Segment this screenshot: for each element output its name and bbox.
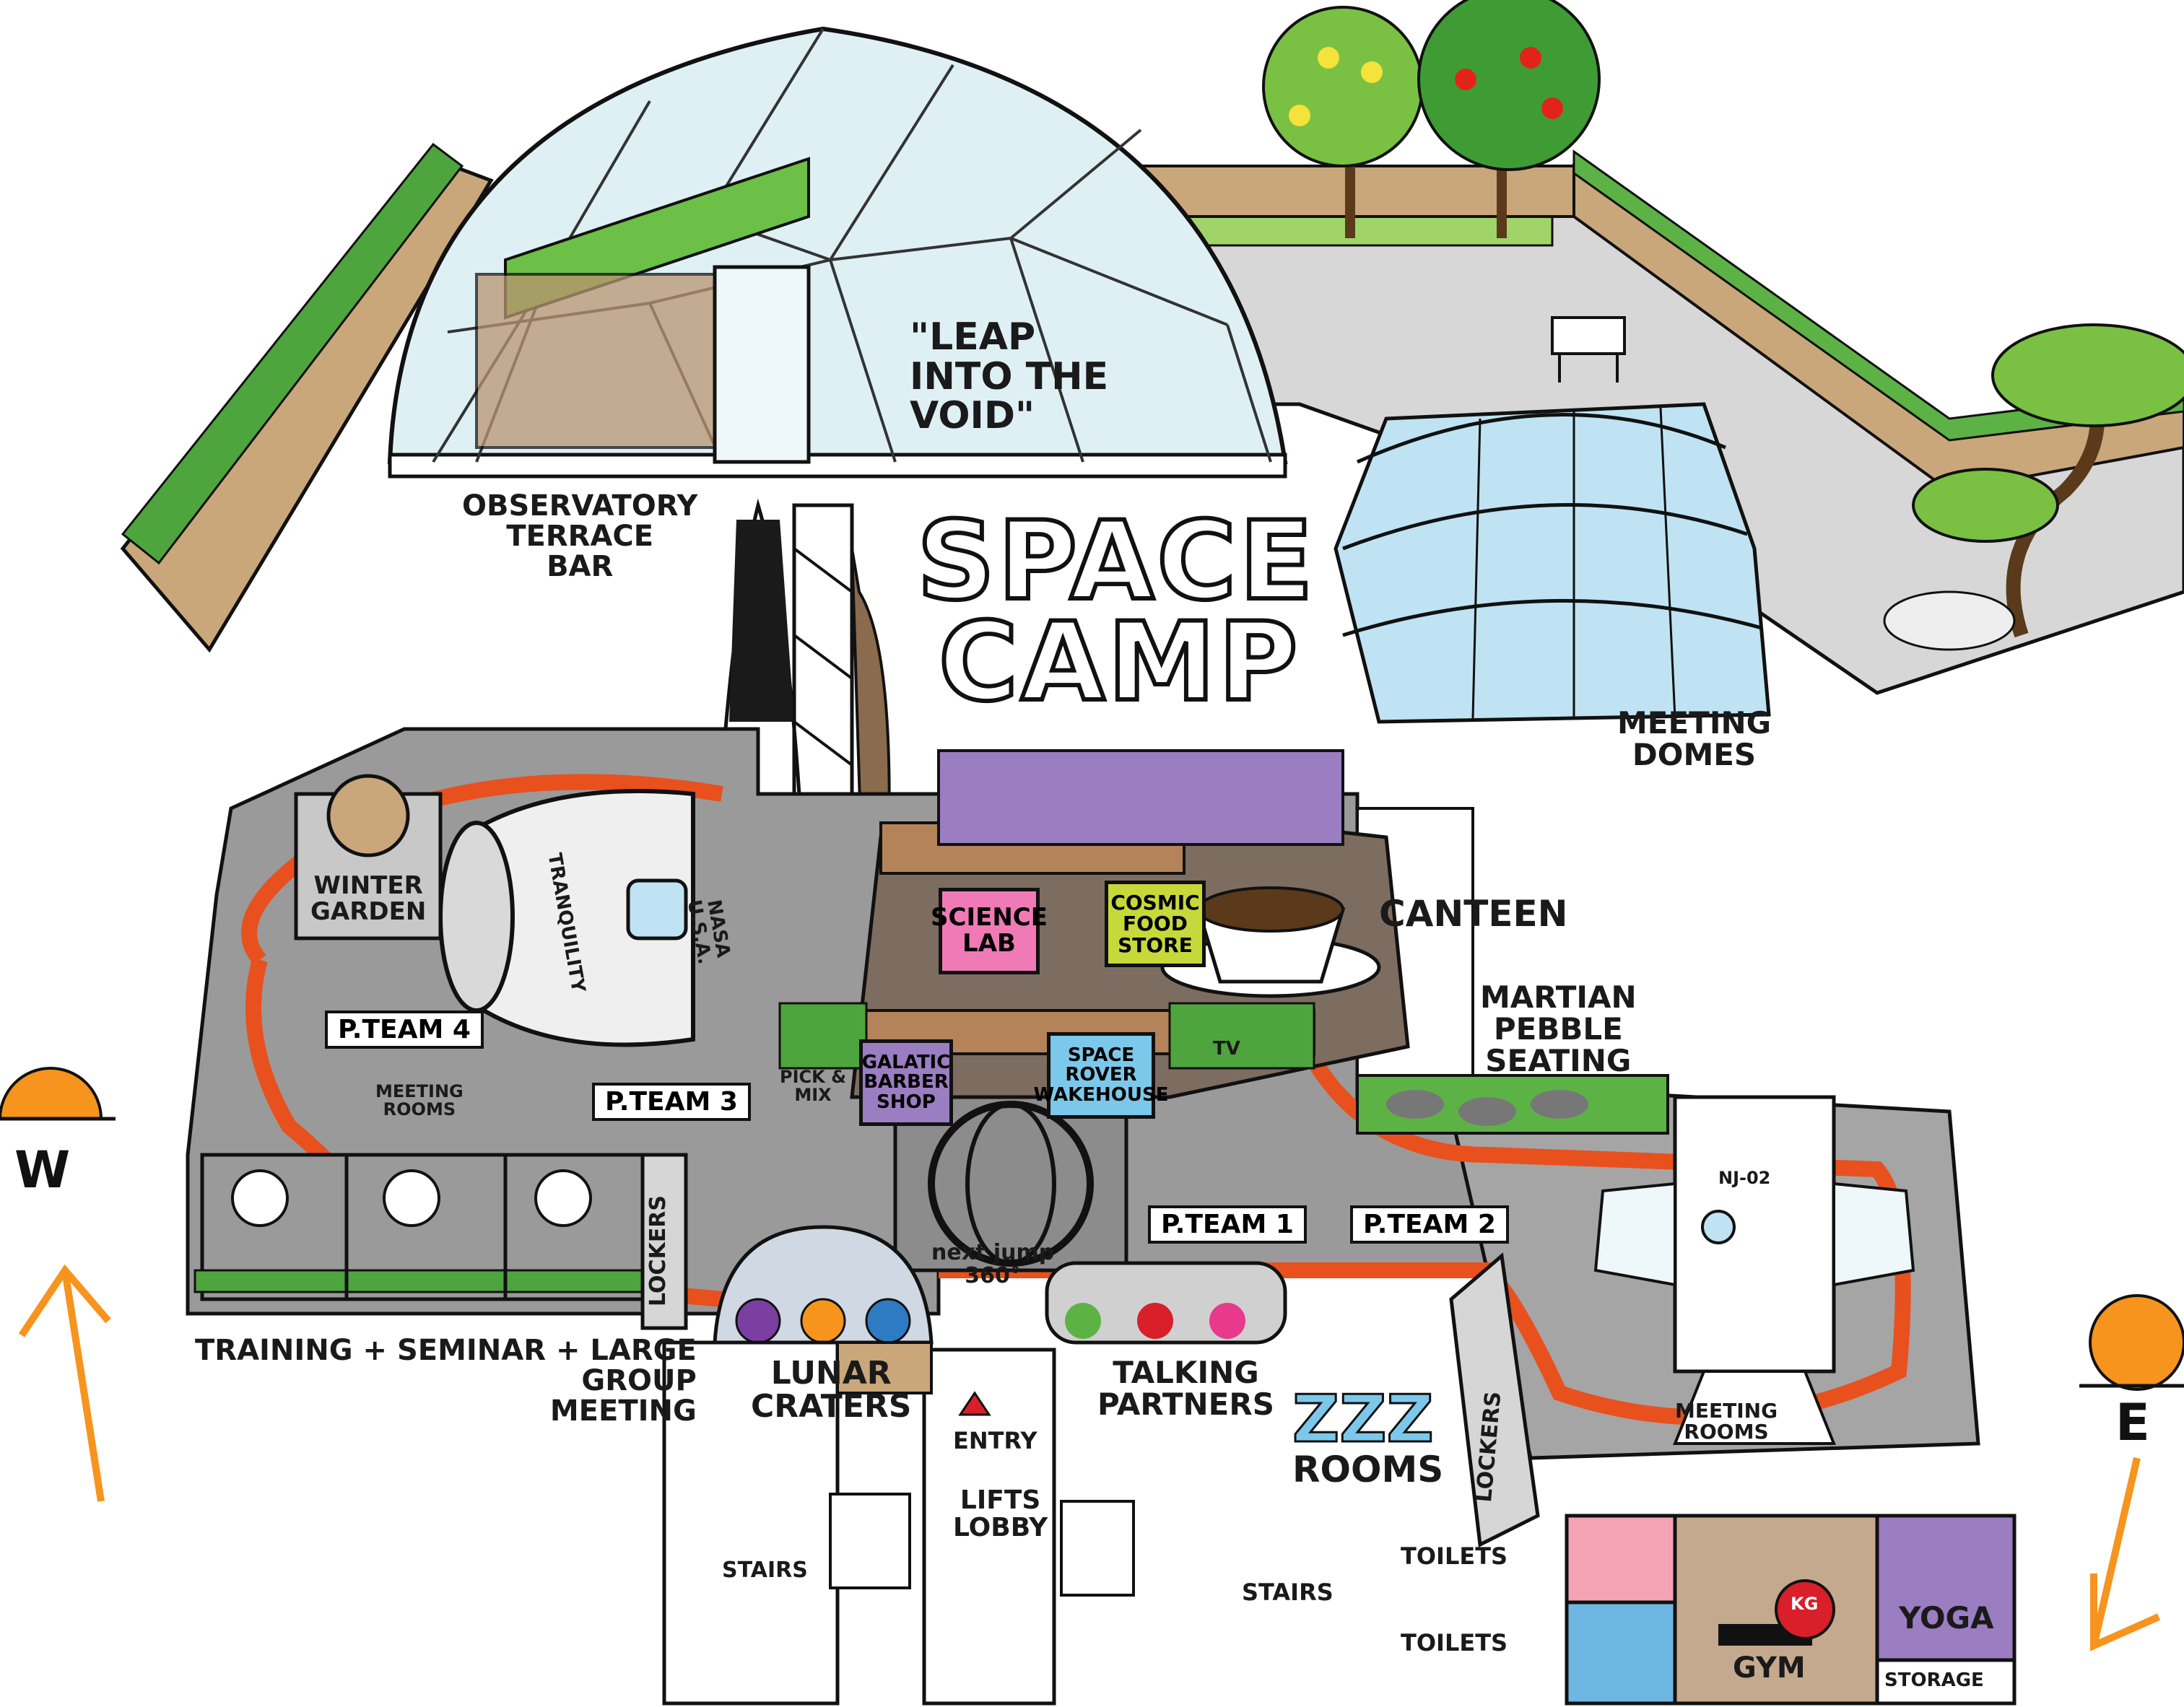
apple-tree-icon: [1417, 0, 1601, 238]
science-lab-sign: SCIENCE LAB: [931, 888, 1048, 974]
meeting-domes-structure: [1334, 402, 1771, 724]
sun-west-icon: [0, 1067, 116, 1121]
title-space: SPACE: [915, 499, 1316, 624]
dome-quote: "LEAP INTO THE VOID": [910, 315, 1109, 438]
meeting-rooms-west-label: MEETING ROOMS: [375, 1081, 464, 1120]
p-team-4-tag: P.TEAM 4: [325, 1010, 484, 1049]
tree-icon: [1262, 6, 1424, 238]
lifts-lobby: [662, 1340, 1135, 1706]
talking-partners-pods: [1045, 1261, 1287, 1345]
training-label: TRAINING + SEMINAR + LARGE GROUP MEETING: [195, 1334, 697, 1428]
sun-east-icon: [2079, 1294, 2184, 1391]
bonsai-tree-icon: [1883, 323, 2184, 651]
wellness-block: [1565, 1514, 2016, 1706]
stairs-east-label: STAIRS: [1242, 1579, 1334, 1606]
coffee-cup-icon: [1160, 886, 1381, 998]
lockers-east: [1449, 1252, 1540, 1547]
lander-id-label: NJ-02: [1718, 1168, 1771, 1188]
p-team-1-tag: P.TEAM 1: [1148, 1205, 1307, 1244]
toilets-top-label: TOILETS: [1401, 1542, 1508, 1570]
next-jump-label: next jump 360°: [931, 1240, 1055, 1288]
p-team-3-tag: P.TEAM 3: [592, 1083, 751, 1121]
rover-wakehouse-sign: SPACE ROVER WAKEHOUSE: [1034, 1032, 1169, 1119]
compass-east: E: [2115, 1393, 2150, 1452]
toilets-bottom-label: TOILETS: [1401, 1629, 1508, 1656]
kettlebell-icon: KG: [1791, 1594, 1819, 1614]
gyroscope: [893, 1095, 1128, 1272]
egg-chair-icon: [326, 774, 410, 857]
lunar-craters-label: LUNAR CRATERS: [751, 1355, 912, 1426]
arrow-north-icon: [18, 1264, 111, 1502]
talking-partners-label: TALKING PARTNERS: [1097, 1355, 1274, 1423]
lifts-lobby-label: LIFTS LOBBY: [953, 1485, 1048, 1542]
gym-label: GYM: [1733, 1651, 1806, 1685]
lockers-west-label: LOCKERS: [645, 1195, 671, 1306]
pick-mix-label: PICK & MIX: [780, 1067, 847, 1106]
storage-label: STORAGE: [1884, 1669, 1984, 1691]
yoga-label: YOGA: [1899, 1600, 1994, 1636]
zzz-label: ZZZ: [1292, 1381, 1435, 1457]
tranquility-capsule: [438, 789, 695, 1047]
cosmic-food-sign: COSMIC FOOD STORE: [1105, 881, 1206, 967]
outdoor-table-icon: [1551, 316, 1626, 383]
geodesic-dome: [387, 26, 1288, 479]
meeting-domes-label: MEETING DOMES: [1617, 705, 1772, 773]
barber-shop-sign: GALATIC BARBER SHOP: [859, 1039, 953, 1126]
martian-label: MARTIAN PEBBLE SEATING: [1480, 979, 1637, 1079]
lockers-west: [640, 1153, 688, 1330]
entry-label[interactable]: ENTRY: [953, 1427, 1037, 1454]
compass-west: W: [14, 1140, 71, 1200]
lunar-lander: [1593, 1095, 1915, 1445]
observatory-label: OBSERVATORY TERRACE BAR: [462, 489, 698, 583]
winter-garden-label: WINTER GARDEN: [310, 871, 427, 926]
p-team-2-tag: P.TEAM 2: [1350, 1205, 1509, 1244]
canteen-label: CANTEEN: [1379, 893, 1568, 935]
meeting-rooms-east-label: MEETING ROOMS: [1675, 1399, 1778, 1444]
arrow-south-icon: [2090, 1457, 2161, 1651]
tv-label: TV: [1213, 1038, 1240, 1060]
zzz-rooms-label: ROOMS: [1292, 1449, 1444, 1490]
stairs-west-label: STAIRS: [722, 1558, 808, 1583]
title-camp: CAMP: [936, 600, 1301, 725]
training-rooms: [193, 1153, 652, 1301]
